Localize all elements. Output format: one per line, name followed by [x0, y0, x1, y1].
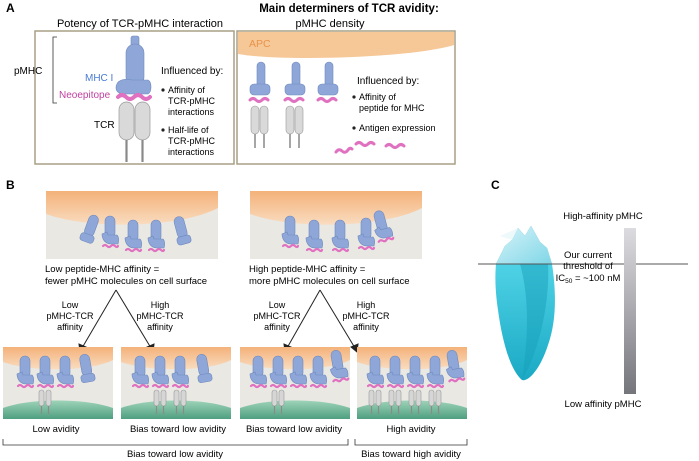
- left-bullet2-line3: interactions: [168, 147, 215, 157]
- bracket-high: [354, 439, 468, 446]
- b2-low-tcr-line3: affinity: [264, 322, 290, 332]
- b2-high-tcr-line2: pMHC-TCR: [343, 311, 390, 321]
- apc-surface: [238, 32, 454, 58]
- b1-low-tcr-line1: Low: [62, 300, 79, 310]
- left-bullet2-line1: Half-life of: [168, 125, 209, 135]
- outcome-4: High avidity: [386, 424, 435, 435]
- panel-b-letter: B: [6, 178, 15, 192]
- bullet-dot: [352, 126, 356, 130]
- threshold-line1: Our current: [564, 250, 612, 261]
- threshold-line2: threshold of: [563, 261, 613, 272]
- synapse-panel-1: [3, 347, 113, 419]
- right-bullet2: Antigen expression: [359, 123, 436, 133]
- bullet-dot: [352, 95, 356, 99]
- panel-a-left-title: Potency of TCR-pMHC interaction: [57, 18, 223, 30]
- panel-c-letter: C: [491, 178, 500, 192]
- affinity-gradient-bar: [624, 228, 636, 394]
- pmhc-bracket: [52, 36, 57, 104]
- density-pair-1: [248, 61, 271, 148]
- bullet-dot: [161, 88, 165, 92]
- low-affinity-label: Low affinity pMHC: [565, 399, 642, 410]
- panel-a-letter: A: [6, 1, 15, 15]
- synapse-panel-3: [240, 347, 351, 419]
- pmhc-label: pMHC: [14, 66, 42, 77]
- high-affinity-apc: [250, 191, 422, 259]
- threshold-line3: IC50 = ~100 nM: [556, 273, 621, 285]
- large-tcr-molecule: [118, 101, 151, 162]
- mhc-label: MHC I: [85, 73, 113, 84]
- right-bullet1-line2: peptide for MHC: [359, 103, 425, 113]
- high-caption-line2: more pMHC molecules on cell surface: [249, 276, 410, 287]
- low-affinity-apc: [46, 191, 218, 259]
- b1-high-tcr-line1: High: [151, 300, 170, 310]
- synapse-panel-2: [121, 347, 231, 419]
- b1-low-tcr-line2: pMHC-TCR: [47, 311, 94, 321]
- outcome-3: Bias toward low avidity: [246, 424, 342, 435]
- free-peptide: [354, 141, 376, 147]
- bracket-low: [2, 439, 349, 446]
- large-mhc-molecule: [115, 35, 152, 95]
- large-neoepitope: [116, 93, 152, 101]
- free-peptide: [384, 143, 406, 149]
- b2-high-tcr-line1: High: [357, 300, 376, 310]
- right-influenced-by: Influenced by:: [357, 76, 419, 87]
- synapse-panel-4: [357, 347, 467, 419]
- bracket-high-label: Bias toward high avidity: [361, 449, 461, 460]
- left-influenced-by: Influenced by:: [161, 66, 223, 77]
- density-pair-3: [316, 61, 339, 103]
- low-caption-line1: Low peptide-MHC affinity =: [45, 264, 160, 275]
- outcome-2: Bias toward low avidity: [130, 424, 226, 435]
- panel-a-right-title: pMHC density: [295, 18, 365, 30]
- outcome-1: Low avidity: [33, 424, 80, 435]
- panel-a-main-title: Main determiners of TCR avidity:: [259, 3, 439, 15]
- iceberg: [495, 225, 555, 381]
- b2-low-tcr-line2: pMHC-TCR: [254, 311, 301, 321]
- left-bullet1-line2: TCR-pMHC: [168, 96, 215, 106]
- b2-low-tcr-line1: Low: [269, 300, 286, 310]
- low-caption-line2: fewer pMHC molecules on cell surface: [45, 276, 207, 287]
- density-pair-2: [283, 61, 306, 148]
- b1-high-tcr-line2: pMHC-TCR: [137, 311, 184, 321]
- bracket-low-label: Bias toward low avidity: [127, 449, 223, 460]
- branch-arrows: [78, 289, 359, 353]
- b1-high-tcr-line3: affinity: [147, 322, 173, 332]
- apc-label: APC: [249, 38, 271, 50]
- free-peptide: [334, 146, 354, 154]
- left-bullet1-line3: interactions: [168, 107, 215, 117]
- tcr-label: TCR: [94, 120, 115, 131]
- bullet-dot: [161, 128, 165, 132]
- b1-low-tcr-line3: affinity: [57, 322, 83, 332]
- left-bullet1-line1: Affinity of: [168, 85, 205, 95]
- right-bullet1-line1: Affinity of: [359, 92, 396, 102]
- neoepitope-label: Neoepitope: [59, 90, 111, 101]
- left-bullet2-line2: TCR-pMHC: [168, 136, 215, 146]
- high-affinity-label: High-affinity pMHC: [563, 211, 643, 222]
- b2-high-tcr-line3: affinity: [353, 322, 379, 332]
- high-caption-line1: High peptide-MHC affinity =: [249, 264, 366, 275]
